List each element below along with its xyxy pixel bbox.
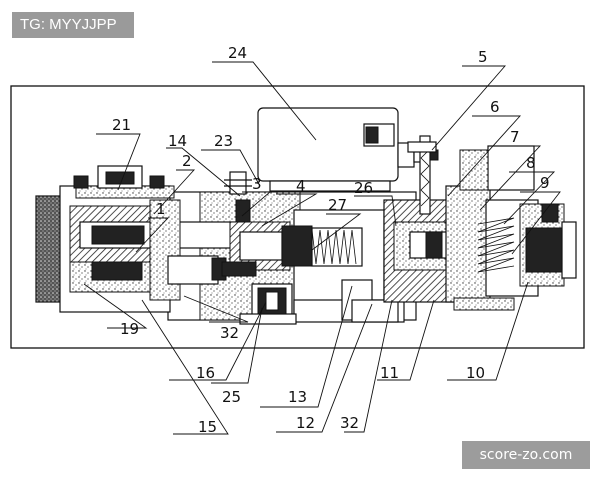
check-valve bbox=[239, 283, 297, 325]
callout-1: 1 bbox=[156, 200, 166, 218]
callout-5: 5 bbox=[478, 48, 488, 66]
leader-lines bbox=[83, 61, 561, 435]
spool-and-spring bbox=[221, 199, 363, 277]
callout-10: 10 bbox=[466, 364, 485, 382]
callout-7: 7 bbox=[510, 128, 520, 146]
callout-4: 4 bbox=[296, 177, 306, 195]
callout-15: 15 bbox=[198, 418, 217, 436]
watermark-label: score-zo.com bbox=[462, 441, 590, 469]
callout-32-upper: 32 bbox=[220, 324, 239, 342]
left-end-assembly bbox=[35, 165, 241, 313]
diagram-frame bbox=[10, 85, 585, 349]
lower-ports bbox=[341, 279, 399, 323]
callout-11: 11 bbox=[380, 364, 399, 382]
callout-32-lower: 32 bbox=[340, 414, 359, 432]
callout-numbers: 24 5 6 7 8 9 21 14 23 2 3 4 26 27 1 19 3… bbox=[112, 44, 550, 436]
callout-16: 16 bbox=[196, 364, 215, 382]
callout-25: 25 bbox=[222, 388, 241, 406]
callout-14: 14 bbox=[168, 132, 187, 150]
callout-2: 2 bbox=[182, 152, 192, 170]
callout-9: 9 bbox=[540, 174, 550, 192]
callout-12: 12 bbox=[296, 414, 315, 432]
callout-21: 21 bbox=[112, 116, 131, 134]
callout-6: 6 bbox=[490, 98, 500, 116]
mounting-bolts bbox=[224, 141, 437, 195]
callout-27: 27 bbox=[328, 196, 347, 214]
callout-3: 3 bbox=[252, 175, 262, 193]
right-pilot-assembly bbox=[383, 135, 577, 311]
callout-23: 23 bbox=[214, 132, 233, 150]
callout-24: 24 bbox=[228, 44, 247, 62]
callout-26: 26 bbox=[354, 179, 373, 197]
channel-tag-label: TG: MYYJJPP bbox=[12, 12, 134, 38]
callout-13: 13 bbox=[288, 388, 307, 406]
callout-8: 8 bbox=[526, 154, 536, 172]
callout-19: 19 bbox=[120, 320, 139, 338]
